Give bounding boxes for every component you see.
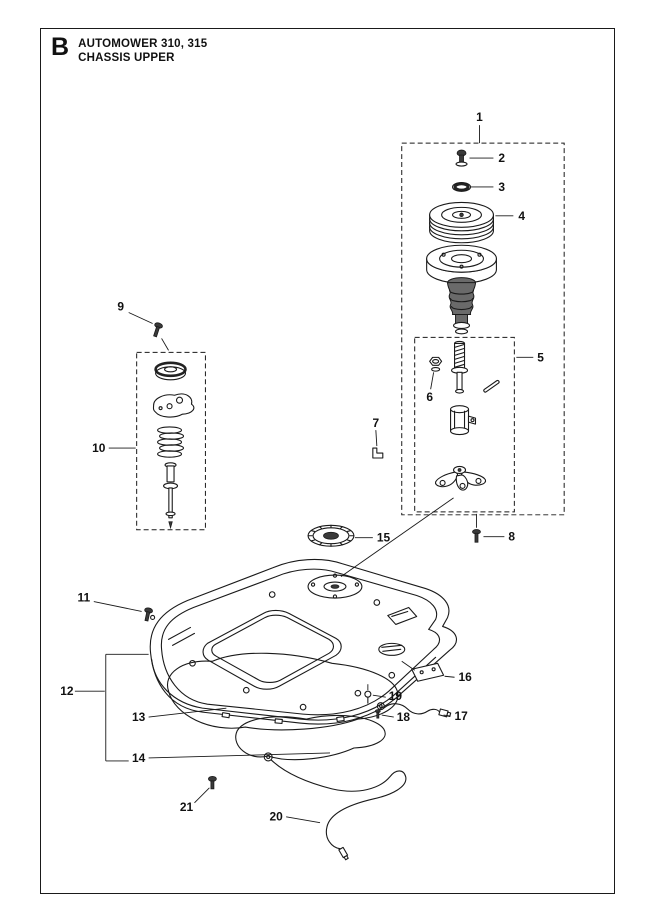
callout-1-label: 1 <box>476 110 483 124</box>
title-line1: AUTOMOWER 310, 315 <box>78 38 208 50</box>
part-rubber-boot <box>447 277 476 335</box>
callout-21-label: 21 <box>180 800 194 814</box>
part-8-screw <box>472 529 481 543</box>
callout-15-label: 15 <box>377 531 391 545</box>
part-drive-shaft <box>451 340 469 394</box>
callout-2-label: 2 <box>498 151 505 165</box>
part-3-washer <box>452 182 472 192</box>
section-letter: B <box>51 33 70 61</box>
callout-19-label: 19 <box>389 689 403 703</box>
part-18-screw <box>374 709 381 719</box>
part-pin <box>483 379 500 393</box>
assembly-box-5 <box>414 336 515 513</box>
title-block: B AUTOMOWER 310, 315 CHASSIS UPPER <box>51 33 208 65</box>
part-11-screw <box>144 607 153 622</box>
part-16-plate <box>411 662 445 682</box>
callout-12-label: 12 <box>60 684 74 698</box>
part-21-screw <box>208 776 217 790</box>
callout-4-label: 4 <box>518 209 525 223</box>
part-6-nut <box>429 356 443 372</box>
part-7-clip <box>372 447 384 459</box>
title-line2: CHASSIS UPPER <box>78 52 175 64</box>
callout-11-label: 11 <box>78 591 91 605</box>
part-housing-cap <box>426 244 497 284</box>
exploded-parts-diagram: 1 2 3 4 5 6 7 8 9 10 11 12 13 14 15 16 1… <box>60 110 565 861</box>
callout-13-label: 13 <box>132 710 146 724</box>
part-spring <box>157 426 185 458</box>
part-cam-plate <box>152 393 195 418</box>
assembly-box-10 <box>136 351 206 531</box>
page-frame: B AUTOMOWER 310, 315 CHASSIS UPPER <box>40 28 615 894</box>
callout-16-label: 16 <box>459 670 473 684</box>
callout-10-label: 10 <box>92 441 106 455</box>
callout-7-label: 7 <box>373 416 380 430</box>
callout-9-label: 9 <box>117 300 124 314</box>
part-19-clamp <box>364 690 372 704</box>
part-spider-hub <box>435 465 487 491</box>
part-washer-disc <box>154 361 187 381</box>
part-15-knob <box>307 524 355 547</box>
part-bearing-sleeve <box>450 405 477 436</box>
part-pivot-shaft <box>163 462 179 530</box>
callout-18-label: 18 <box>397 710 411 724</box>
part-4-pulley <box>429 201 494 244</box>
part-20-cable <box>263 752 407 861</box>
assembly-box-1 <box>401 142 565 516</box>
leader-lines <box>74 125 534 824</box>
part-9-screw <box>153 322 163 338</box>
callout-5-label: 5 <box>537 350 544 364</box>
callout-14-label: 14 <box>132 751 146 765</box>
callout-8-label: 8 <box>508 530 515 544</box>
chassis-body <box>149 558 457 725</box>
callout-6-label: 6 <box>426 390 433 404</box>
callout-3-label: 3 <box>498 180 505 194</box>
gasket-13 <box>166 652 399 731</box>
callout-20-label: 20 <box>270 810 284 824</box>
callout-17-label: 17 <box>455 709 469 723</box>
part-2-bolt <box>455 149 468 167</box>
